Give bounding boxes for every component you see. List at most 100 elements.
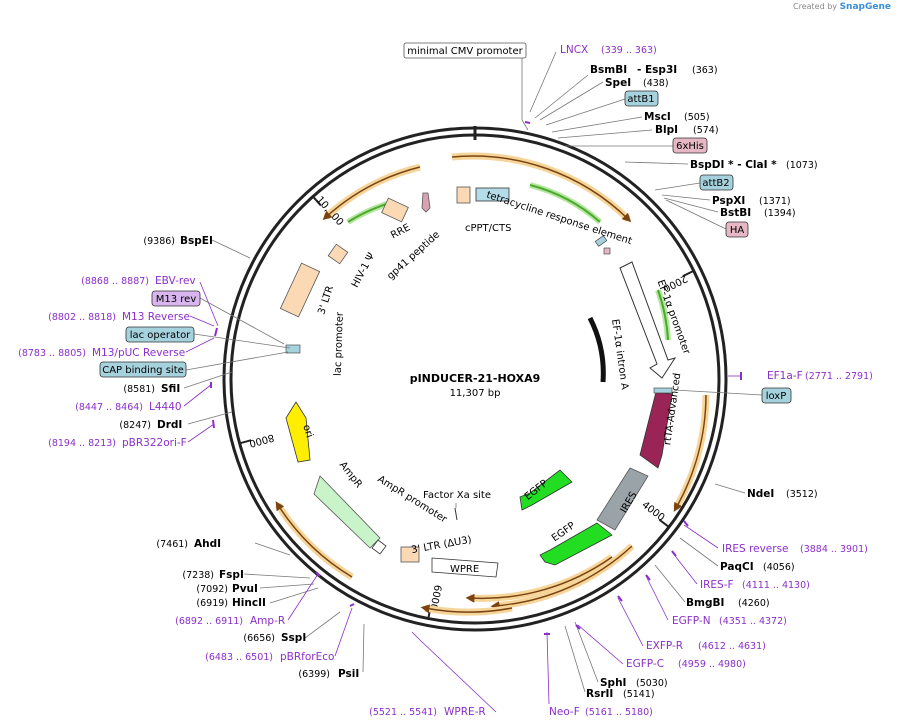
- primer-mark-pbr322: [212, 419, 215, 429]
- wpre-block: [431, 557, 499, 578]
- site-paqci-pos: (4056): [763, 562, 795, 573]
- ef1a-promoter-arrow: [619, 261, 677, 379]
- site-blpi: BlpI: [655, 124, 678, 136]
- green-arrow-right-line: [657, 289, 669, 341]
- site-ahdi-pos: (7461): [156, 539, 188, 550]
- leader-ndei: [714, 483, 746, 494]
- tick-mark-0: [682, 270, 694, 278]
- primer-leader-pbrforeco: [334, 607, 353, 657]
- primers: LNCX (339 .. 363) EF1a-F (2771 .. 2791) …: [18, 44, 873, 718]
- rre-box: [381, 197, 409, 223]
- primer-m13r: M13 Reverse: [122, 311, 190, 323]
- label-factor-xa: Factor Xa site: [423, 490, 491, 501]
- ampr-arrow: [313, 475, 381, 549]
- tre-box: [475, 187, 510, 202]
- primer-leader-exfp-r: [617, 597, 644, 647]
- site-drdi-pos: (8247): [119, 420, 151, 431]
- primer-ebv-rev-pos: (8868 .. 8887): [81, 276, 149, 287]
- orf-arcs: [275, 152, 710, 616]
- psi-box: [327, 243, 349, 265]
- label-3-ltr-du3: 3' LTR (ΔU3): [410, 535, 472, 556]
- site-rsrii-pos: (5141): [623, 689, 655, 700]
- primer-m13puc: M13/pUC Reverse: [92, 347, 185, 359]
- leader-sfii: [183, 371, 233, 389]
- site-ahdi: AhdI: [194, 538, 221, 550]
- site-paqci: PaqCI: [720, 561, 754, 573]
- primer-lncx: LNCX: [560, 44, 588, 56]
- label-rtetr: rTetR: [671, 409, 685, 436]
- box-lac-operator: [125, 326, 195, 343]
- gp41-marker: [421, 192, 431, 213]
- primer-ebv-rev: EBV-rev: [155, 275, 196, 287]
- tick-mark-3: [240, 439, 252, 445]
- site-sfii: SfiI: [161, 383, 180, 395]
- ampr-promoter-marker: [371, 539, 387, 555]
- tick-label-1: 4000: [640, 500, 667, 524]
- box-m13rev: [151, 290, 201, 307]
- primer-mark-egfp-n: [645, 574, 651, 581]
- site-sfii-pos: (8581): [123, 384, 155, 395]
- orf-arc-left-line: [275, 501, 353, 578]
- primer-m13r-pos: (8802 .. 8818): [48, 312, 116, 323]
- site-bmgbi-pos: (4260): [738, 598, 770, 609]
- primer-leader-ires-rev: [683, 524, 719, 549]
- primer-lncx-pos: (339 .. 363): [601, 45, 657, 56]
- site-pvui-pos: (7092): [196, 584, 228, 595]
- box-6xhis-label: 6xHis: [676, 141, 704, 152]
- label-3-ltr: 3' LTR: [316, 284, 336, 316]
- primer-pbrforeco: pBRforEco: [280, 651, 334, 663]
- primer-leader-pbr322: [187, 423, 215, 443]
- site-ndei: NdeI: [747, 488, 774, 500]
- primer-ires-reverse: IRES reverse: [722, 543, 789, 555]
- box-ha-label: HA: [730, 225, 745, 236]
- cppt-box: [456, 186, 471, 204]
- site-spei: SpeI: [605, 77, 631, 89]
- ires-block: [596, 467, 649, 531]
- site-bmgbi: BmgBI: [686, 597, 724, 609]
- primer-pbr322ori-f-pos: (8194 .. 8213): [48, 438, 116, 449]
- leader-bstbi: [663, 197, 719, 213]
- site-fspi-pos: (7238): [182, 570, 214, 581]
- factor-xa-tick: [454, 507, 458, 521]
- orf-arc-topleft-line: [322, 166, 421, 221]
- site-fspi: FspI: [219, 569, 244, 581]
- box-6xhis: [672, 137, 708, 154]
- leader-lncx: [529, 51, 557, 113]
- box-loxp: [761, 387, 792, 404]
- primer-mark-ires-rev: [683, 520, 689, 527]
- plasmid-name: pINDUCER-21-HOXA9: [410, 372, 541, 385]
- primer-neo-f: Neo-F: [549, 706, 580, 718]
- primer-pbrforeco-pos: (6483 .. 6501): [205, 652, 273, 663]
- rtetr-arrow: [639, 391, 673, 469]
- site-msci: MscI: [644, 111, 671, 123]
- primer-ef1a-f: EF1a-F: [767, 370, 803, 382]
- site-hincii: HincII: [232, 597, 266, 609]
- site-bspdi-clai: BspDI * - ClaI *: [690, 159, 777, 171]
- site-psii: PsiI: [338, 668, 359, 680]
- leader-msci: [551, 116, 643, 133]
- primer-l4440: L4440: [149, 401, 182, 413]
- primer-amp-r: Amp-R: [250, 615, 285, 627]
- ltr3-box: [400, 546, 420, 563]
- primer-l4440-pos: (8447 .. 8464): [75, 402, 143, 413]
- tick-mark-1: [658, 518, 669, 528]
- leader-rsrii: [564, 625, 586, 693]
- site-rsrii: RsrII: [586, 688, 613, 700]
- primer-leader-ampr: [287, 573, 319, 621]
- leader-sphi: [574, 621, 599, 683]
- site-blpi-pos: (574): [693, 125, 719, 136]
- plasmid-length: 11,307 bp: [450, 388, 501, 399]
- label-hiv-psi: HIV-1 Ψ: [350, 251, 377, 290]
- primer-exfp-r: EXFP-R: [646, 640, 683, 652]
- site-msci-pos: (505): [684, 112, 710, 123]
- primer-mark-pbrforeco: [349, 603, 355, 607]
- leader-psii: [362, 623, 365, 673]
- primer-leader-neo-f: [546, 631, 550, 705]
- site-bspei: BspEI: [180, 235, 213, 247]
- orf-arc-right-line: [673, 394, 707, 512]
- primer-mark-exfp-r: [617, 595, 623, 602]
- site-ndei-pos: (3512): [786, 489, 818, 500]
- box-m13rev-label: M13 rev: [156, 294, 197, 305]
- restriction-sites: BsmBI - Esp3I (363) SpeI (438) MscI (505…: [119, 64, 817, 700]
